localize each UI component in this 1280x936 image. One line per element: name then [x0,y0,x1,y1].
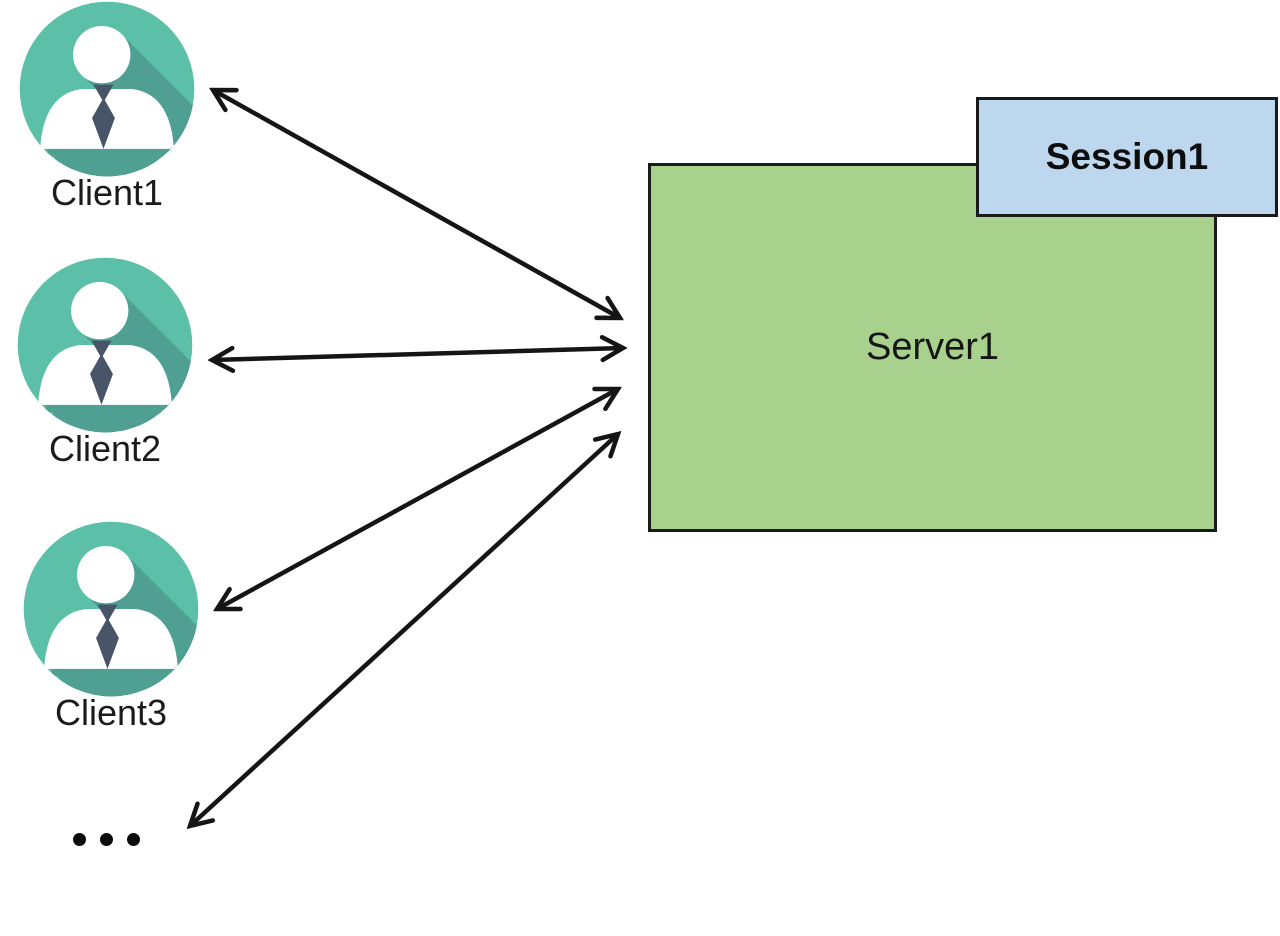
client1-node: Client1 [19,1,195,211]
server-label: Server1 [865,326,1000,368]
user-avatar-icon [19,1,195,177]
ellipsis-dot [127,833,140,846]
client3-label: Client3 [54,692,168,733]
client2-node: Client2 [17,257,193,467]
connection-arrow-more-server [190,434,618,826]
session-box: Session1 [976,97,1278,217]
connection-arrow-client2-server [212,348,623,360]
client1-label: Client1 [50,172,164,213]
client2-label: Client2 [48,428,162,469]
connection-arrow-client3-server [217,389,618,609]
server-box: Server1 [648,163,1217,532]
user-avatar-icon [17,257,193,433]
ellipsis-dot [73,833,86,846]
session-label: Session1 [1045,136,1209,177]
client3-node: Client3 [23,521,199,731]
user-avatar-icon [23,521,199,697]
connection-arrow-client1-server [213,90,620,318]
ellipsis-dot [100,833,113,846]
more-clients-ellipsis-icon [73,833,140,846]
